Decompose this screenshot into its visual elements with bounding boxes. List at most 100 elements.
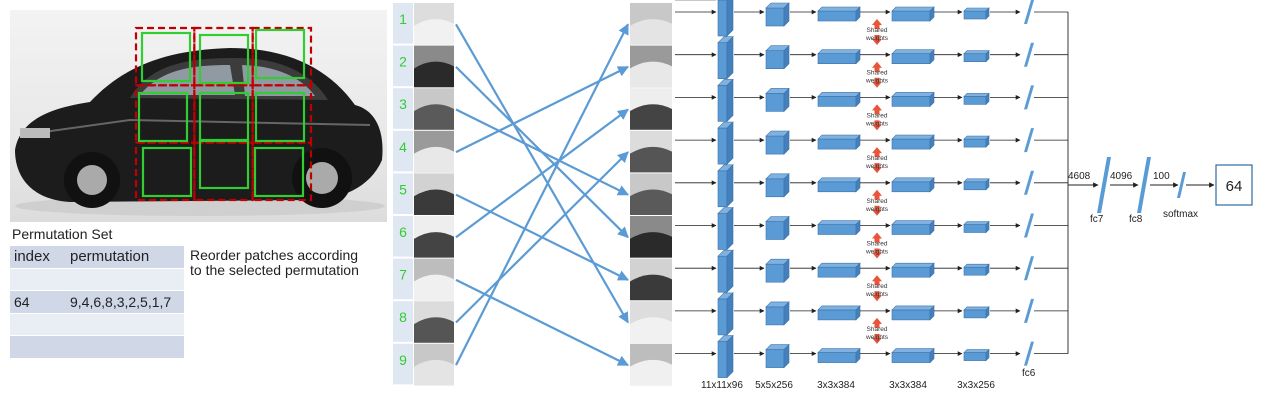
shared-weights-label: weights <box>865 35 889 42</box>
reordered-patch <box>630 3 672 45</box>
permutation-arrow <box>455 278 629 367</box>
fc6-block <box>1024 42 1034 67</box>
reordered-patch <box>630 45 672 88</box>
index-cell <box>10 268 66 291</box>
reordered-patch <box>630 258 672 301</box>
conv4-block <box>891 262 935 278</box>
permutation-arrow <box>455 65 629 154</box>
conv5-block <box>963 49 990 63</box>
shared-weights-label: Shared <box>867 326 888 333</box>
patch-number-bg <box>393 173 413 214</box>
table-header-row: index permutation <box>10 246 184 269</box>
reordered-patch <box>630 216 672 258</box>
fc7-label: fc7 <box>1090 214 1104 225</box>
table-row <box>10 335 184 359</box>
source-patch <box>414 88 454 130</box>
conv3-block <box>817 219 861 236</box>
conv2-block <box>765 173 790 198</box>
patch-number-label: 1 <box>399 11 407 27</box>
shared-weights-arrow <box>872 61 882 72</box>
source-patch <box>414 130 454 173</box>
grid-cell-outline <box>134 84 196 144</box>
shared-weights-arrow <box>872 248 882 259</box>
patch-number-bg <box>393 45 413 87</box>
conv4-block <box>891 219 935 236</box>
conv3-block <box>817 91 861 108</box>
shared-weights-arrow <box>872 275 882 286</box>
permutation-cell <box>66 313 184 336</box>
fc-dim-label: 4608 <box>1068 171 1091 182</box>
patch-number-label: 7 <box>399 267 407 283</box>
shared-weights-arrow <box>872 291 882 302</box>
shared-weights-label: Shared <box>867 70 888 77</box>
shared-weights-label: weights <box>865 206 889 213</box>
conv4-block <box>891 134 935 150</box>
column-header-index: index <box>10 246 66 269</box>
output-value: 64 <box>1226 178 1243 195</box>
conv4-block <box>891 305 935 321</box>
patch-shape <box>414 317 454 343</box>
conv4-block <box>891 347 935 364</box>
patch-shape <box>630 104 672 130</box>
permutation-arrow <box>455 23 629 324</box>
patch-shape <box>414 189 454 215</box>
conv5-block <box>963 7 990 20</box>
patch-shape <box>414 104 454 130</box>
table-row <box>10 268 184 291</box>
index-cell <box>10 335 66 359</box>
shared-weights-arrow <box>872 189 882 200</box>
conv4-block <box>891 6 935 22</box>
grid-cell-outline <box>134 141 196 202</box>
conv4-block <box>891 91 935 108</box>
conv1-block <box>717 78 734 123</box>
permutation-arrow <box>455 193 629 281</box>
shared-weights-label: weights <box>865 291 889 298</box>
patch-shape <box>630 274 672 301</box>
patch-shape <box>630 317 672 343</box>
conv2-block <box>765 343 790 369</box>
patch-crop-outline <box>198 138 250 190</box>
shared-weights-label: Shared <box>867 27 888 34</box>
permutation-cell <box>66 268 184 291</box>
shared-weights-arrow <box>872 232 882 243</box>
patch-shape <box>630 19 672 45</box>
patch-crop-outline <box>141 146 193 198</box>
conv2-block <box>765 215 790 241</box>
fc-dim-label: 4096 <box>1110 171 1133 182</box>
reordered-patch <box>630 88 672 130</box>
patch-number-label: 5 <box>399 181 407 197</box>
fc7-block <box>1097 157 1111 213</box>
conv2-block <box>765 301 790 326</box>
conv2-block <box>765 87 790 113</box>
shared-weights-label: Shared <box>867 198 888 205</box>
grid-cell-outline <box>193 141 254 202</box>
conv3-block <box>817 6 861 22</box>
conv1-block <box>717 206 734 251</box>
permutation-set-title: Permutation Set <box>12 226 113 242</box>
patch-shape <box>630 232 672 258</box>
conv3-block <box>817 347 861 364</box>
fc8-block <box>1137 157 1151 213</box>
grid-cell-outline <box>193 26 254 87</box>
patch-shape <box>414 19 454 45</box>
reordered-patch <box>630 130 672 173</box>
conv2-block <box>765 258 790 283</box>
shared-weights-label: weights <box>865 334 889 341</box>
shared-weights-label: Shared <box>867 112 888 119</box>
conv1-block <box>717 121 734 165</box>
patch-shape <box>414 61 454 88</box>
conv5-block <box>963 220 990 234</box>
layer-dimension-label: 5x5x256 <box>755 380 793 391</box>
table-row <box>10 313 184 336</box>
source-patch <box>414 343 454 386</box>
reordered-patch <box>630 173 672 215</box>
conv1-block <box>717 292 734 336</box>
reordered-patch <box>630 301 672 343</box>
conv5-block <box>963 92 990 106</box>
conv2-block <box>765 2 790 27</box>
conv4-block <box>891 177 935 193</box>
fc-dim-label: 100 <box>1153 171 1170 182</box>
shared-weights-label: weights <box>865 163 889 170</box>
